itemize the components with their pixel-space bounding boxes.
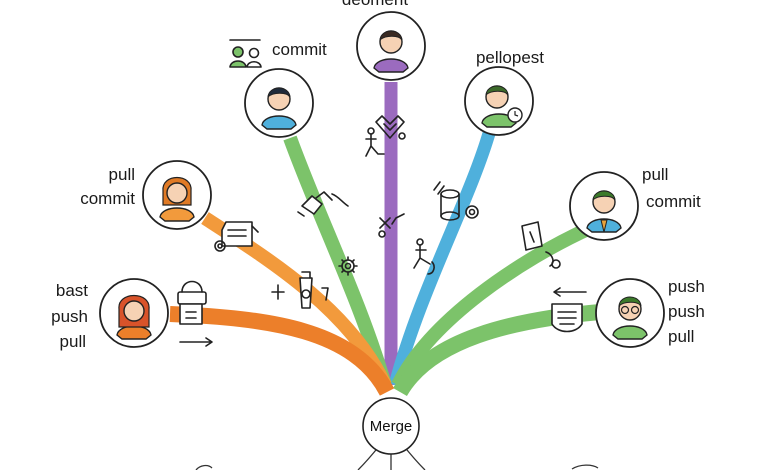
avatar-node-right-mid xyxy=(569,171,639,241)
branch-orange-low xyxy=(169,306,395,396)
avatar-node-top xyxy=(356,11,426,81)
gear-icon xyxy=(338,256,358,276)
label-top: deoment xyxy=(342,0,408,9)
person-kneeling-icon xyxy=(413,238,435,275)
avatar-node-right-low xyxy=(595,278,665,348)
label-left-low-2: push xyxy=(51,307,88,326)
label-left-mid-1: pull xyxy=(109,165,135,184)
label-right-mid-1: pull xyxy=(642,165,668,184)
label-right-upper: pellopest xyxy=(476,48,544,67)
branch-blue xyxy=(388,128,497,387)
arrow-left-icon xyxy=(553,287,587,297)
glasses-icon xyxy=(620,305,630,315)
label-right-mid-2: commit xyxy=(646,192,701,211)
plus-icon xyxy=(271,284,285,300)
tools-icon xyxy=(378,213,405,238)
label-right-low-1: push xyxy=(668,277,705,296)
document-stack-icon xyxy=(551,303,583,333)
merge-label: Merge xyxy=(370,418,413,435)
user-group-icon xyxy=(229,39,262,68)
label-left-low-1: bast xyxy=(56,281,88,300)
arrow-right-icon xyxy=(179,337,213,347)
phone-icon xyxy=(521,221,561,269)
avatar-node-right-upper xyxy=(464,66,534,136)
cylinder-icon xyxy=(433,181,479,221)
avatar-node-left-mid xyxy=(142,160,212,230)
lock-icon xyxy=(177,280,207,325)
merge-node: Merge xyxy=(362,397,420,455)
label-left-upper: commit xyxy=(272,40,327,59)
shield-icon xyxy=(375,115,406,140)
person-figure-icon xyxy=(365,127,385,157)
label-left-low-3: pull xyxy=(60,332,86,351)
branch-green-left xyxy=(283,135,392,387)
branch-green-right xyxy=(391,221,593,389)
avatar-body xyxy=(373,58,409,73)
label-right-low-3: pull xyxy=(668,327,694,346)
avatar-node-left-upper xyxy=(244,68,314,138)
label-left-mid-2: commit xyxy=(80,189,135,208)
puzzle-icon xyxy=(297,191,349,217)
document-icon xyxy=(214,221,259,252)
bucket-icon xyxy=(299,271,329,309)
avatar-node-left-low xyxy=(99,278,169,348)
label-right-low-2: push xyxy=(668,302,705,321)
